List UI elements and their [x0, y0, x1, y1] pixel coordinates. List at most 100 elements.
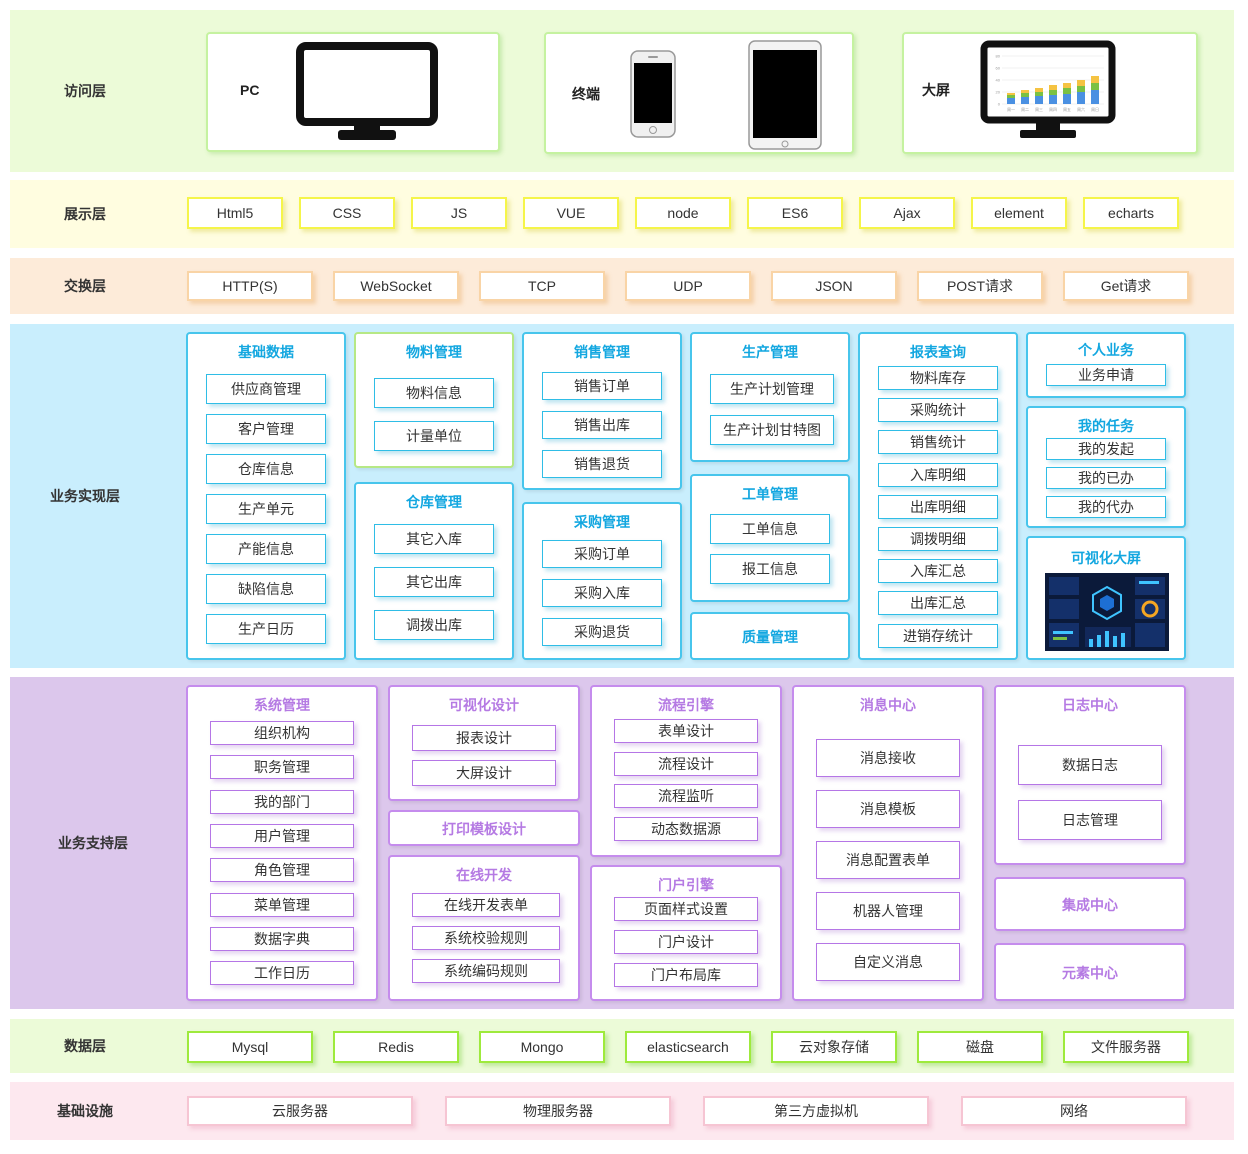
- infra-chip[interactable]: 网络: [961, 1096, 1187, 1126]
- business-item[interactable]: 生产计划管理: [710, 374, 834, 404]
- display-chip[interactable]: Html5: [187, 197, 283, 229]
- business-item[interactable]: 报工信息: [710, 554, 830, 584]
- business-item[interactable]: 调拨出库: [374, 610, 494, 640]
- business-item[interactable]: 业务申请: [1046, 364, 1166, 386]
- support-item[interactable]: 在线开发表单: [412, 893, 560, 917]
- infra-chip[interactable]: 物理服务器: [445, 1096, 671, 1126]
- data-chip[interactable]: Mysql: [187, 1031, 313, 1063]
- support-item[interactable]: 职务管理: [210, 755, 354, 780]
- business-item[interactable]: 仓库信息: [206, 454, 326, 484]
- support-item[interactable]: 表单设计: [614, 719, 758, 743]
- display-chip[interactable]: ES6: [747, 197, 843, 229]
- layer-business: 业务实现层 基础数据供应商管理客户管理仓库信息生产单元产能信息缺陷信息生产日历物…: [10, 324, 1234, 668]
- business-item[interactable]: 销售订单: [542, 372, 662, 400]
- business-item[interactable]: 销售退货: [542, 450, 662, 478]
- support-item[interactable]: 用户管理: [210, 823, 354, 848]
- support-item[interactable]: 系统校验规则: [412, 926, 560, 950]
- support-item[interactable]: 页面样式设置: [614, 897, 758, 921]
- data-chip[interactable]: elasticsearch: [625, 1031, 751, 1063]
- support-item[interactable]: 流程监听: [614, 784, 758, 808]
- business-item[interactable]: 物料信息: [374, 378, 494, 408]
- business-item[interactable]: 工单信息: [710, 514, 830, 544]
- display-chip[interactable]: node: [635, 197, 731, 229]
- support-item[interactable]: 流程设计: [614, 751, 758, 776]
- support-item[interactable]: 机器人管理: [816, 892, 960, 930]
- business-item[interactable]: 客户管理: [206, 414, 326, 444]
- data-chip[interactable]: 云对象存储: [771, 1031, 897, 1063]
- display-chip[interactable]: CSS: [299, 197, 395, 229]
- business-group-title-production: 生产管理: [742, 344, 798, 360]
- business-item[interactable]: 进销存统计: [878, 623, 998, 648]
- support-item[interactable]: 菜单管理: [210, 892, 354, 917]
- support-item[interactable]: 门户设计: [614, 930, 758, 954]
- business-item[interactable]: 销售出库: [542, 411, 662, 439]
- support-group-flow: 流程引擎表单设计流程设计流程监听动态数据源: [590, 685, 782, 857]
- support-item[interactable]: 数据日志: [1018, 745, 1162, 785]
- exchange-chip[interactable]: TCP: [479, 271, 605, 301]
- business-item[interactable]: 物料库存: [878, 366, 998, 390]
- business-item[interactable]: 采购订单: [542, 540, 662, 568]
- business-item[interactable]: 采购统计: [878, 398, 998, 423]
- infra-chip[interactable]: 第三方虚拟机: [703, 1096, 929, 1126]
- business-item[interactable]: 生产日历: [206, 614, 326, 644]
- business-item[interactable]: 采购入库: [542, 579, 662, 607]
- business-item[interactable]: 其它出库: [374, 567, 494, 597]
- support-item[interactable]: 工作日历: [210, 961, 354, 986]
- support-item[interactable]: 日志管理: [1018, 800, 1162, 840]
- display-chip[interactable]: echarts: [1083, 197, 1179, 229]
- support-item[interactable]: 门户布局库: [614, 963, 758, 987]
- data-chip[interactable]: 文件服务器: [1063, 1031, 1189, 1063]
- data-chip[interactable]: Mongo: [479, 1031, 605, 1063]
- business-item[interactable]: 供应商管理: [206, 374, 326, 404]
- display-chip[interactable]: JS: [411, 197, 507, 229]
- mini-chart-bar: [1049, 90, 1057, 95]
- business-item[interactable]: 计量单位: [374, 421, 494, 451]
- support-item[interactable]: 我的部门: [210, 789, 354, 814]
- display-chip[interactable]: element: [971, 197, 1067, 229]
- business-item[interactable]: 生产单元: [206, 494, 326, 524]
- support-item[interactable]: 系统编码规则: [412, 959, 560, 983]
- support-item[interactable]: 组织机构: [210, 721, 354, 745]
- exchange-chip[interactable]: Get请求: [1063, 271, 1189, 301]
- business-item[interactable]: 其它入库: [374, 524, 494, 554]
- bigscreen-label: 大屏: [922, 82, 950, 98]
- business-item[interactable]: 入库汇总: [878, 559, 998, 584]
- display-chip[interactable]: VUE: [523, 197, 619, 229]
- business-item[interactable]: 缺陷信息: [206, 574, 326, 604]
- support-item[interactable]: 大屏设计: [412, 760, 556, 786]
- business-item[interactable]: 我的代办: [1046, 496, 1166, 518]
- support-item[interactable]: 动态数据源: [614, 816, 758, 841]
- support-group-title-element: 元素中心: [1062, 965, 1118, 981]
- business-item[interactable]: 出库明细: [878, 494, 998, 519]
- terminal-label: 终端: [572, 86, 600, 102]
- support-item[interactable]: 消息接收: [816, 739, 960, 777]
- business-item[interactable]: 销售统计: [878, 430, 998, 455]
- exchange-chip[interactable]: JSON: [771, 271, 897, 301]
- support-item[interactable]: 报表设计: [412, 725, 556, 751]
- support-group-online: 在线开发在线开发表单系统校验规则系统编码规则: [388, 855, 580, 1001]
- exchange-chip[interactable]: HTTP(S): [187, 271, 313, 301]
- mini-chart-bar: [1035, 96, 1043, 104]
- support-item[interactable]: 消息配置表单: [816, 841, 960, 879]
- exchange-chip[interactable]: POST请求: [917, 271, 1043, 301]
- support-item[interactable]: 自定义消息: [816, 943, 960, 981]
- exchange-chip[interactable]: WebSocket: [333, 271, 459, 301]
- exchange-chip[interactable]: UDP: [625, 271, 751, 301]
- display-chip[interactable]: Ajax: [859, 197, 955, 229]
- mini-bar-chart: 806040200周一周二周三周四周五周六周日: [996, 54, 1104, 112]
- data-chip[interactable]: Redis: [333, 1031, 459, 1063]
- support-item[interactable]: 消息模板: [816, 790, 960, 828]
- support-item[interactable]: 角色管理: [210, 858, 354, 883]
- business-item[interactable]: 出库汇总: [878, 591, 998, 616]
- business-item[interactable]: 产能信息: [206, 534, 326, 564]
- business-item[interactable]: 采购退货: [542, 618, 662, 646]
- business-item[interactable]: 生产计划甘特图: [710, 415, 834, 445]
- business-item[interactable]: 调拨明细: [878, 527, 998, 551]
- business-item[interactable]: 我的发起: [1046, 438, 1166, 460]
- infra-chip[interactable]: 云服务器: [187, 1096, 413, 1126]
- support-item[interactable]: 数据字典: [210, 926, 354, 951]
- business-item[interactable]: 入库明细: [878, 462, 998, 487]
- data-chip[interactable]: 磁盘: [917, 1031, 1043, 1063]
- business-item[interactable]: 我的已办: [1046, 467, 1166, 489]
